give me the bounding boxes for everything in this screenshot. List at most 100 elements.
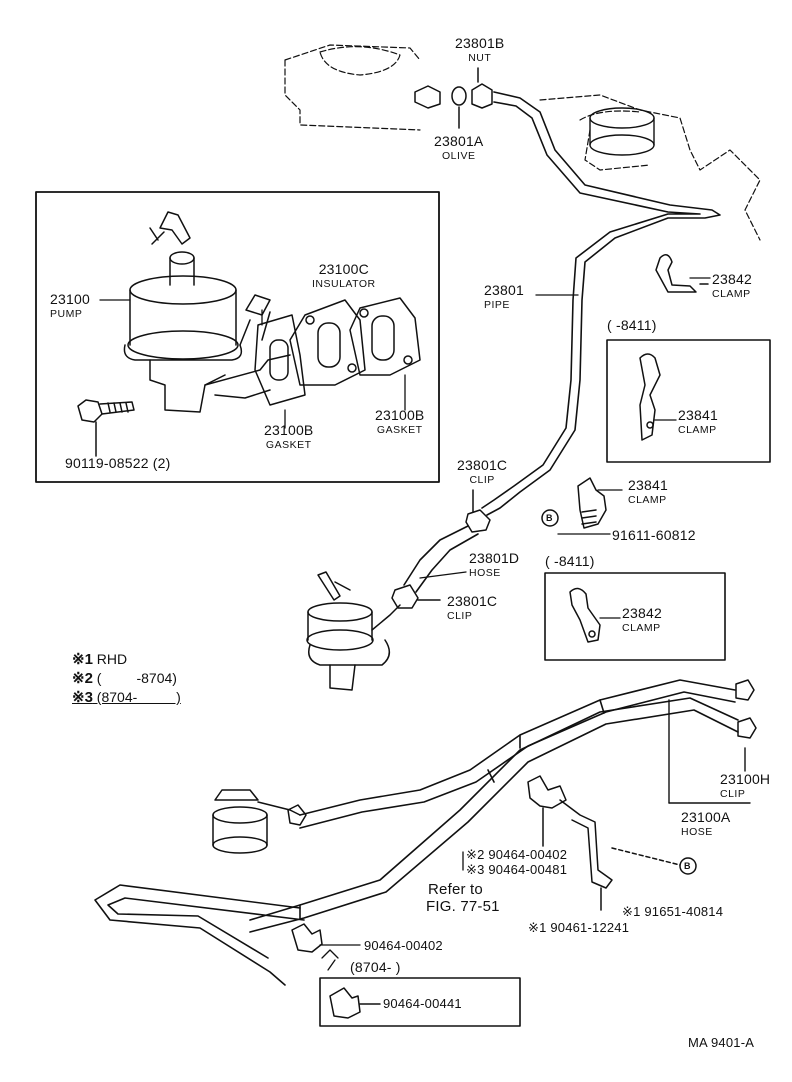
- clip-90464-00402: [291, 923, 323, 953]
- part-number: 23100: [50, 291, 90, 307]
- marker-b-bottom: B: [684, 861, 691, 871]
- label-23842-box: 23842 CLAMP: [622, 606, 662, 636]
- hose-23801D: [403, 525, 479, 593]
- label-90464-00481: ※3 90464-00481: [466, 862, 567, 877]
- part-number: 23801C: [447, 593, 498, 609]
- gasket-23100B-left: [254, 314, 306, 406]
- bolt-90119: [77, 399, 135, 457]
- label-91651: ※1 91651-40814: [622, 904, 723, 919]
- marker-b-top: B: [546, 513, 553, 523]
- part-number: 23100B: [264, 422, 314, 438]
- label-23100A: 23100A HOSE: [681, 810, 730, 840]
- bracket-90461: [527, 775, 697, 911]
- part-number: 23801A: [434, 133, 484, 149]
- fitting-23801B: [414, 67, 493, 129]
- label-23841-mid: 23841 CLAMP: [628, 478, 668, 508]
- part-number: 23801D: [469, 550, 520, 566]
- part-name: INSULATOR: [312, 278, 376, 290]
- engine-outline: [284, 44, 761, 241]
- variant-box-1: [606, 339, 771, 463]
- part-name: PIPE: [484, 299, 510, 311]
- label-23100H: 23100H CLIP: [720, 772, 770, 802]
- box3-range: (8704- ): [350, 959, 401, 975]
- pump-group-box: [35, 191, 440, 483]
- label-23801: 23801 PIPE: [484, 283, 524, 313]
- clip-lower-left: [287, 804, 307, 826]
- legend-line-3: ※3 (8704- ): [72, 689, 181, 706]
- fuel-pipe-23801: [481, 91, 721, 516]
- clip-90464-00441: [329, 987, 381, 1019]
- leader-lines-lower: [319, 851, 464, 971]
- part-number: 23100C: [318, 261, 369, 277]
- legend-line-1: ※1 RHD: [72, 651, 128, 668]
- part-number: ※1 91651-40814: [622, 904, 724, 919]
- part-name: GASKET: [376, 424, 423, 436]
- part-name: NUT: [468, 52, 492, 64]
- clamp-23841-mid: [541, 477, 607, 529]
- legend: ※1 RHD ※2 ( -8704) ※3 (8704- ): [72, 650, 181, 707]
- label-23801C-top: 23801C CLIP: [457, 458, 507, 488]
- box1-range: ( -8411): [607, 317, 657, 333]
- box2-range: ( -8411): [545, 553, 595, 569]
- part-name: HOSE: [681, 826, 713, 838]
- label-91611: 91611-60812: [612, 528, 696, 543]
- label-23841-box: 23841 CLAMP: [678, 408, 718, 438]
- part-number: 23801B: [455, 35, 505, 51]
- part-name: GASKET: [265, 439, 312, 451]
- part-name: CLAMP: [712, 288, 751, 300]
- part-name: CLAMP: [628, 494, 667, 506]
- label-23801B: 23801B NUT: [455, 36, 504, 66]
- part-name: CLIP: [469, 474, 495, 486]
- part-name: CLAMP: [678, 424, 717, 436]
- label-23100B-right: 23100B GASKET: [375, 408, 424, 438]
- part-number: ※1 90461-12241: [528, 920, 630, 935]
- label-23801A: 23801A OLIVE: [434, 134, 483, 164]
- part-number: 23100H: [720, 771, 771, 787]
- gasket-23100B-right: [349, 297, 421, 376]
- hose-23100A: [94, 679, 739, 986]
- part-name: PUMP: [50, 308, 83, 320]
- part-number: 90119-08522 (2): [65, 455, 171, 471]
- part-number: 90464-00441: [383, 996, 462, 1011]
- label-90464-00402-right: ※2 90464-00402: [466, 847, 567, 862]
- label-23801D: 23801D HOSE: [469, 551, 519, 581]
- part-number: 23841: [678, 407, 718, 423]
- figure-code: MA 9401-A: [688, 1035, 755, 1050]
- part-number: ※3 90464-00481: [466, 862, 568, 877]
- label-23842-top: 23842 CLAMP: [712, 272, 752, 302]
- part-number: 91611-60812: [612, 527, 696, 543]
- label-90461: ※1 90461-12241: [528, 920, 629, 935]
- part-number: 23100A: [681, 809, 731, 825]
- variant-box-3: [319, 977, 521, 1027]
- figure-reference: FIG. 77-51: [426, 898, 500, 915]
- clamp-23842-top: [655, 254, 709, 293]
- part-number: 23801: [484, 282, 524, 298]
- part-number: 23842: [712, 271, 752, 287]
- fuel-pump-23100: [123, 211, 291, 413]
- clip-23801C-top: [465, 489, 491, 533]
- variant-box-2: [544, 572, 726, 661]
- refer-to-label: Refer to: [428, 881, 483, 898]
- part-name: CLIP: [720, 788, 746, 800]
- part-name: CLAMP: [622, 622, 661, 634]
- legend-line-2: ※2 ( -8704): [72, 670, 177, 687]
- label-90119: 90119-08522 (2): [65, 456, 170, 471]
- part-number: 23801C: [457, 457, 508, 473]
- leader-lines-upper: [99, 277, 711, 619]
- fuel-filter-reservoir: [589, 107, 655, 156]
- part-number: ※2 90464-00402: [466, 847, 568, 862]
- clip-23801C-mid: [391, 584, 441, 609]
- label-23801C-mid: 23801C CLIP: [447, 594, 497, 624]
- clamp-23841-box: [639, 353, 661, 441]
- label-90464-00402-bottom: 90464-00402: [364, 938, 443, 953]
- label-23100B-left: 23100B GASKET: [264, 423, 313, 453]
- label-23100: 23100 PUMP: [50, 292, 90, 322]
- part-number: 23100B: [375, 407, 425, 423]
- clip-23100H: [735, 679, 757, 739]
- fuel-filter-lower: [212, 789, 301, 854]
- clamp-23842-box: [569, 587, 601, 643]
- part-number: 23841: [628, 477, 668, 493]
- insulator-23100C: [289, 299, 366, 386]
- leader-bracket-23100A: [668, 699, 751, 804]
